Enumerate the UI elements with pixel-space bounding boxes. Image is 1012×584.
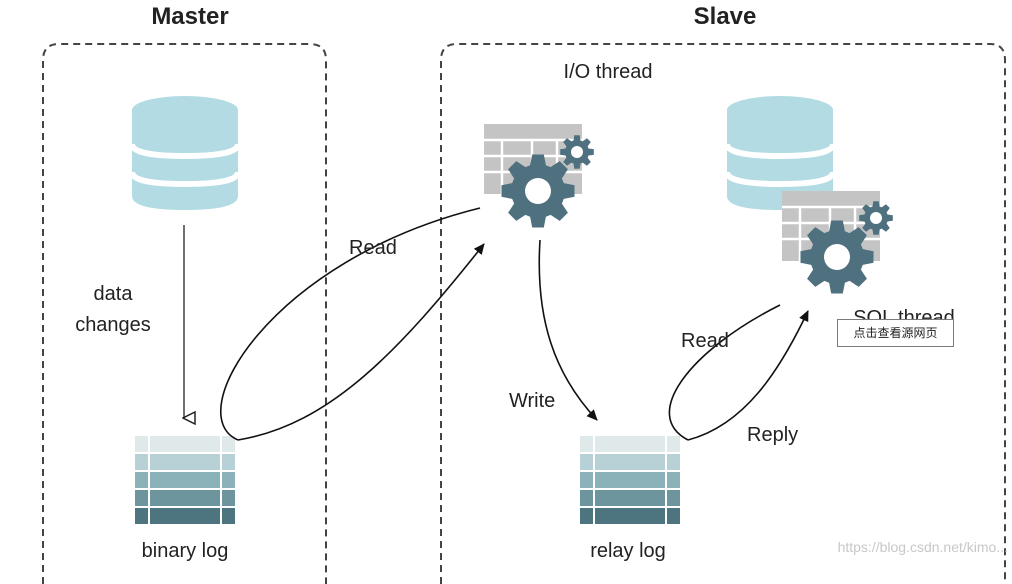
watermark: https://blog.csdn.net/kimo...	[838, 539, 1008, 555]
reply-label: Reply	[747, 424, 798, 446]
write-arrow	[538, 239, 598, 421]
relay-log-row	[580, 490, 680, 506]
io-thread-gear-icon-hole	[525, 178, 551, 204]
slave-title: Slave	[694, 3, 757, 30]
view-source-tooltip[interactable]: 点击查看源网页	[837, 319, 954, 347]
binary-log-label: binary log	[142, 540, 229, 562]
read-slave-arrow	[687, 310, 809, 441]
relay-log-row	[580, 472, 680, 488]
master-title: Master	[151, 3, 228, 30]
read-arrow	[237, 243, 485, 441]
data-changes-label-line1: data	[94, 283, 134, 305]
binary-log-row	[135, 490, 235, 506]
gear-group	[501, 135, 893, 294]
sql-thread-gear-icon-hole	[824, 244, 850, 270]
master-container	[42, 43, 327, 584]
relay-log-icon	[580, 436, 680, 524]
relay-log-row	[580, 454, 680, 470]
write-label: Write	[509, 390, 555, 412]
relay-log-label: relay log	[590, 540, 666, 562]
binary-log-row	[135, 454, 235, 470]
binary-log-icon	[135, 436, 235, 524]
data-changes-label-line2: changes	[75, 314, 151, 336]
read-slave-label: Read	[681, 330, 729, 352]
sql-thread-small-gear-icon-hole	[870, 212, 882, 224]
master-database-icon	[129, 96, 241, 210]
io-thread-small-gear-icon-hole	[571, 146, 583, 158]
binary-log-row	[135, 472, 235, 488]
relay-log-row	[580, 436, 680, 452]
read-outgoing-curve	[220, 207, 481, 441]
read-master-label: Read	[349, 237, 397, 259]
binary-log-row	[135, 436, 235, 452]
io-thread-label: I/O thread	[564, 61, 653, 83]
slave-database-icon	[724, 96, 836, 210]
binary-log-row	[135, 508, 235, 524]
slave-container	[440, 43, 1006, 584]
relay-log-row	[580, 508, 680, 524]
reply-curve	[668, 304, 781, 441]
